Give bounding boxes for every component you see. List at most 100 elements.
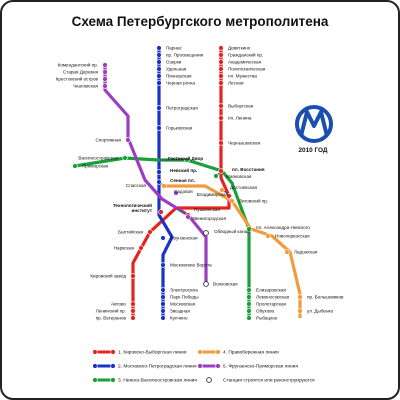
station-red-7 (218, 115, 224, 121)
station-blue-13 (160, 294, 166, 300)
station-label-red-1: Гражданский пр. (228, 52, 263, 58)
station-label-blue-16: Купчино (170, 316, 188, 321)
station-red-17 (130, 308, 136, 314)
station-label-red-16: Автово (111, 302, 126, 307)
station-label-blue-3: Удельная (166, 67, 187, 72)
legend-dot-0 (110, 349, 116, 355)
station-label-blue-8: Невский пр. (170, 167, 197, 173)
station-green-3 (213, 173, 219, 179)
metro-logo-ring (295, 105, 333, 143)
station-label-red-5: Лесная (228, 81, 244, 86)
line-red (131, 48, 231, 318)
station-orange-1 (219, 187, 225, 193)
metro-logo: 2010 ГОД (295, 105, 333, 154)
station-blue-9 (156, 179, 162, 185)
station-label-purple-8: Волковская (213, 282, 238, 287)
map-title: Схема Петербургского метрополитена (72, 14, 329, 29)
station-red-16 (130, 301, 136, 307)
station-label-green-8: Обухово (256, 309, 275, 314)
station-green-4 (246, 226, 252, 232)
station-red-6 (218, 103, 224, 109)
station-label-blue-10: Фрунзенская (170, 236, 198, 241)
legend-label-1: 2. Московско-Петроградская линия (118, 364, 197, 370)
station-orange-0 (161, 183, 167, 189)
station-label-red-15: Кировский завод (90, 273, 126, 279)
station-label-purple-1: Старая Деревня (63, 70, 99, 75)
station-label-purple-0: Комендантский пр. (58, 62, 98, 68)
station-red-12 (158, 209, 164, 215)
station-label-red-9: пл. Восстания (232, 167, 265, 172)
station-label-purple-7: Обводный канал (214, 228, 250, 234)
station-label-purple-4: Спортивная (95, 138, 121, 143)
station-purple-6 (185, 214, 191, 220)
legend-label-2: 3. Невско-Василеостровская линия (118, 378, 197, 384)
station-orange-3 (265, 233, 271, 239)
station-blue-0 (156, 45, 162, 51)
legend-dot-5 (206, 377, 212, 383)
station-label-orange-3: Новочеркасская (275, 234, 310, 239)
station-label-orange-0: Спасская (126, 183, 147, 188)
station-label-red-2: Академическая (228, 60, 262, 65)
station-red-4 (218, 73, 224, 79)
station-label-red-0: Девяткино (228, 46, 251, 51)
legend-dot-4 (215, 363, 221, 369)
station-green-2 (184, 157, 190, 163)
station-red-0 (218, 45, 224, 51)
station-label-blue-0: Парнас (166, 46, 183, 51)
station-label-blue-2: Озерки (166, 60, 182, 65)
station-blue-7 (156, 125, 162, 131)
station-red-10 (226, 193, 232, 199)
station-label-red-4: пл. Мужества (228, 74, 257, 79)
station-red-1 (218, 52, 224, 58)
station-red-14 (138, 245, 144, 251)
station-label-blue-13: Парк Победы (170, 295, 199, 300)
station-blue-6 (156, 105, 162, 111)
station-red-5 (218, 80, 224, 86)
station-label-blue-11: Московские Ворота (170, 263, 212, 268)
station-label-blue-15: Звездная (170, 309, 190, 314)
metro-logo-m-icon (299, 110, 329, 137)
station-blue-5 (156, 80, 162, 86)
station-orange-5 (297, 294, 303, 300)
station-red-9 (218, 168, 224, 174)
station-purple-0 (102, 62, 108, 68)
legend-dot-4 (197, 363, 203, 369)
station-label-blue-4: Пионерская (166, 74, 192, 79)
legend-dot-3 (215, 349, 221, 355)
station-label-blue-12: Электросила (170, 288, 198, 293)
station-blue-2 (156, 59, 162, 65)
station-purple-7 (203, 230, 209, 236)
station-label-purple-2: Крестовский остров (56, 76, 99, 82)
station-label-red-7: пл. Ленина (228, 116, 252, 121)
station-purple-5 (173, 190, 179, 196)
station-blue-11 (160, 262, 166, 268)
station-label-green-3: Маяковская (226, 174, 252, 179)
station-label-red-10: Владимирская (197, 192, 229, 197)
station-label-blue-9: Сенная пл. (170, 178, 195, 183)
station-blue-15 (160, 308, 166, 314)
station-label-blue-5: Черная речка (166, 81, 195, 86)
station-label-red-11: Пушкинская (194, 207, 220, 212)
legend-dot-2 (92, 377, 98, 383)
station-green-0 (72, 163, 78, 169)
station-label-green-2: Гостиный Двор (168, 155, 203, 161)
station-red-13 (147, 229, 153, 235)
station-blue-1 (156, 52, 162, 58)
station-label-blue-14: Московская (170, 302, 196, 307)
station-green-5 (246, 287, 252, 293)
station-blue-16 (160, 315, 166, 321)
legend-item-5: Станции строятся или реконструируются (206, 377, 315, 384)
station-green-1 (122, 155, 128, 161)
station-orange-2 (229, 198, 235, 204)
station-label-orange-5: пр. Большевиков (307, 295, 344, 300)
station-label-green-9: Рыбацкое (256, 316, 278, 321)
station-label-red-13: Балтийская (118, 229, 143, 235)
legend-label-5: Станции строятся или реконструируются (223, 378, 315, 384)
legend-item-1: 2. Московско-Петроградская линия (92, 363, 197, 370)
station-label-green-0: Приморская (82, 164, 109, 169)
legend-dot-1 (110, 363, 116, 369)
station-label-orange-1: Достоевская (230, 185, 258, 190)
